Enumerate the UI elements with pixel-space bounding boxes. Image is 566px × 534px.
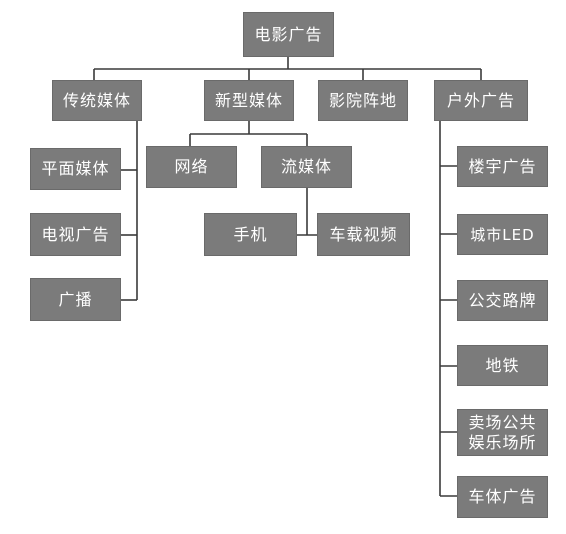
node-vehicle-ads-label: 车体广告 [468, 487, 537, 506]
node-phone-label: 手机 [233, 224, 268, 244]
node-subway: 地铁 [457, 345, 548, 386]
node-building-ads: 楼宇广告 [457, 146, 548, 187]
node-bus-signs-label: 公交路牌 [468, 290, 537, 310]
node-root-label: 电影广告 [254, 24, 323, 44]
node-car-video: 车载视频 [317, 213, 410, 256]
node-mall-entertainment: 卖场公共 娱乐场所 [457, 409, 548, 456]
node-root: 电影广告 [243, 12, 334, 57]
node-radio: 广播 [30, 278, 121, 321]
node-city-led: 城市LED [457, 214, 548, 255]
node-outdoor: 户外广告 [434, 80, 528, 121]
node-cinema-label: 影院阵地 [328, 90, 397, 110]
node-city-led-label: 城市LED [470, 225, 535, 244]
node-network: 网络 [146, 146, 237, 188]
node-streaming-label: 流媒体 [280, 157, 332, 176]
node-traditional-media-label: 传统媒体 [62, 90, 131, 110]
node-radio-label: 广播 [58, 289, 93, 309]
node-tv-ads: 电视广告 [30, 213, 121, 256]
node-bus-signs: 公交路牌 [457, 280, 548, 321]
node-network-label: 网络 [174, 157, 209, 176]
node-print-media: 平面媒体 [30, 148, 121, 190]
node-vehicle-ads: 车体广告 [457, 476, 548, 518]
node-cinema: 影院阵地 [318, 80, 408, 121]
node-traditional-media: 传统媒体 [52, 80, 142, 121]
node-phone: 手机 [204, 213, 297, 256]
node-car-video-label: 车载视频 [329, 224, 398, 244]
node-new-media: 新型媒体 [204, 80, 294, 121]
node-outdoor-label: 户外广告 [446, 90, 515, 110]
node-subway-label: 地铁 [485, 355, 520, 375]
node-mall-entertainment-label: 卖场公共 娱乐场所 [468, 412, 537, 452]
node-streaming: 流媒体 [261, 146, 352, 188]
node-print-media-label: 平面媒体 [41, 159, 110, 178]
node-new-media-label: 新型媒体 [214, 90, 283, 110]
node-tv-ads-label: 电视广告 [41, 224, 110, 244]
node-building-ads-label: 楼宇广告 [468, 156, 537, 176]
